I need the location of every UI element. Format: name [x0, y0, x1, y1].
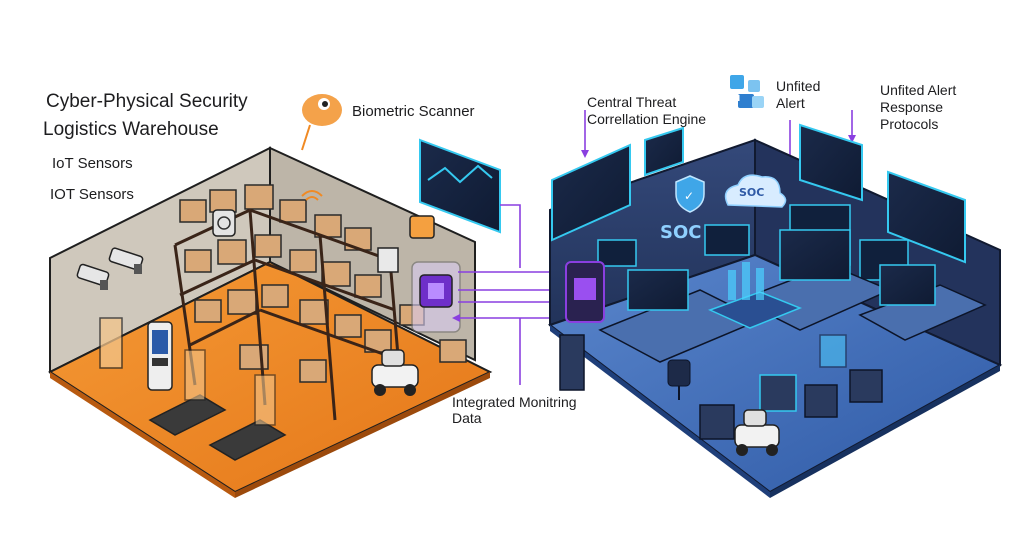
edge-processor-enclosure [411, 261, 461, 333]
warehouse-floor-edge-right [235, 372, 490, 498]
security-camera-icon [76, 247, 144, 290]
soc-floor-edge [550, 325, 770, 498]
shelving-racks [173, 184, 467, 421]
iot-sensors-label-2: IOT Sensors [50, 186, 134, 203]
operator-chair [667, 359, 691, 400]
wall-panel [377, 247, 399, 273]
soc-robot [734, 409, 780, 456]
security-gates [99, 317, 287, 461]
soc-floor-edge-right [770, 365, 1000, 498]
cloud-icon [724, 174, 787, 208]
response-protocols-label-line2: Response [880, 99, 944, 115]
integrated-data-label-line2: Data [452, 410, 482, 426]
diagram-title-line2: Logistics Warehouse [43, 119, 219, 140]
biometric-scanner-label: Biometric Scanner [352, 103, 475, 120]
wall-sensor [409, 215, 435, 239]
integrated-data-label-line1: Integrated Monitring [452, 394, 577, 410]
biometric-kiosk [147, 321, 173, 391]
integrated-data-connectors [458, 110, 853, 385]
arrow-head [581, 150, 589, 158]
soc-room: ✓ [547, 138, 1003, 498]
iot-sensors-label-1: IoT Sensors [52, 155, 133, 172]
correlation-engine-device [565, 261, 605, 323]
holographic-server-display [708, 262, 803, 329]
unfited-alert-label-line1: Unfited [776, 78, 821, 94]
ai-cube-icon [730, 75, 764, 108]
shield-icon: ✓ [675, 175, 705, 213]
central-threat-label-line1: Central Threat [587, 94, 677, 110]
soc-workstations [598, 229, 987, 363]
svg-text:✓: ✓ [684, 189, 694, 203]
response-protocols-label-line1: Unfited Alert [880, 82, 957, 98]
central-threat-label-line2: Correllation Engine [587, 111, 707, 127]
biometric-fingerprint-icon [212, 209, 236, 237]
diagram-title-line1: Cyber-Physical Security [46, 91, 248, 112]
floating-screens [551, 123, 966, 264]
response-protocols-label-line3: Protocols [880, 116, 939, 132]
arrow-head [848, 135, 856, 143]
wifi-signal-icon [301, 190, 323, 201]
monitoring-dashboard-panel [419, 138, 501, 234]
soc-wall-text: SOC [660, 222, 702, 243]
soc-cloud-text: SOC [739, 186, 765, 199]
warehouse-floor-edge [50, 372, 235, 498]
ai-badge-text: AI [731, 94, 741, 103]
warehouse-robot [371, 349, 419, 396]
unfited-alert-label-line2: Alert [776, 95, 805, 111]
warehouse-room [47, 146, 493, 498]
server-racks [559, 334, 883, 440]
biometric-scanner-icon [301, 94, 342, 151]
arrow-head [452, 314, 460, 322]
